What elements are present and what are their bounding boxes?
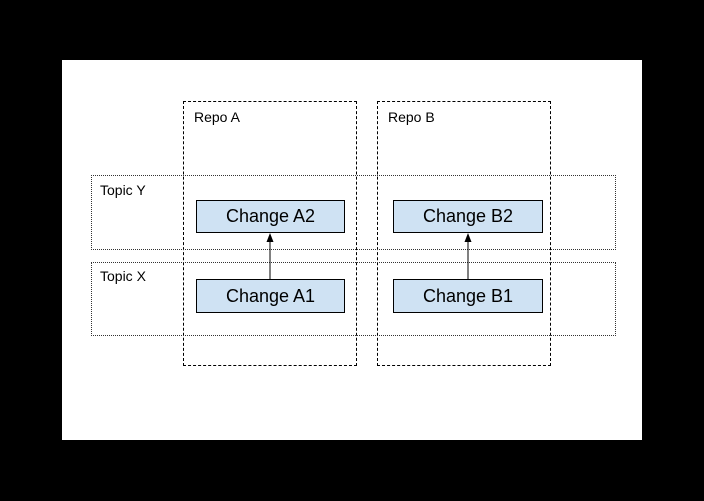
change-a2-label: Change A2 <box>225 206 316 226</box>
repo-b-label: Repo B <box>388 109 435 125</box>
change-b2-label: Change B2 <box>422 206 514 226</box>
topic-y-band <box>91 175 616 250</box>
repo-a-container <box>183 101 357 366</box>
change-b2-box: Change B2 <box>393 200 543 233</box>
change-b1-box: Change B1 <box>393 279 543 313</box>
repo-b-container <box>377 101 551 366</box>
topic-y-label: Topic Y <box>100 182 146 198</box>
change-a1-box: Change A1 <box>196 279 345 313</box>
diagram-canvas: Repo A Repo B Topic Y Topic X Change A2 … <box>62 60 642 440</box>
topic-x-band <box>91 262 616 336</box>
change-a1-label: Change A1 <box>225 285 316 306</box>
repo-a-label: Repo A <box>194 109 240 125</box>
change-a2-box: Change A2 <box>196 200 345 233</box>
change-b1-label: Change B1 <box>422 285 514 306</box>
topic-x-label: Topic X <box>100 268 146 284</box>
